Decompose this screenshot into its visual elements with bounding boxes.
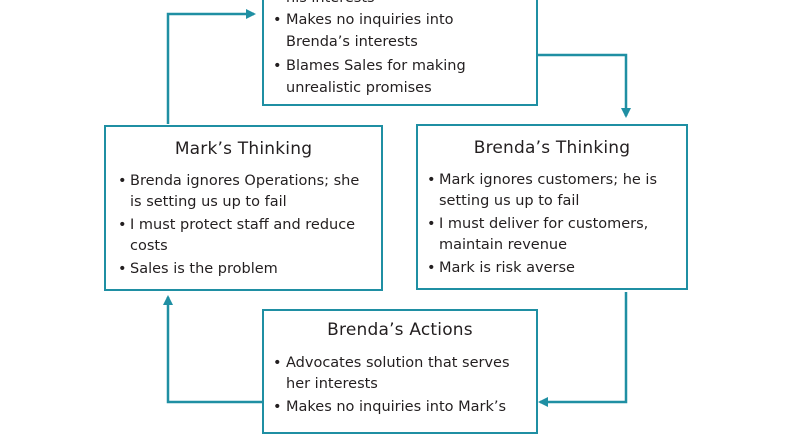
box-line: costs (130, 238, 168, 254)
bullet-dot: • (427, 172, 436, 188)
bullet-dot: • (273, 58, 282, 74)
box-line: unrealistic promises (286, 80, 432, 96)
box-brendas-thinking: Brenda’s Thinking • Mark ignores custome… (416, 124, 688, 290)
box-marks-actions: • his interests • Makes no inquiries int… (262, 0, 538, 106)
arrow-left-to-top (166, 9, 256, 124)
bullet-dot: • (273, 399, 282, 415)
box-line: Brenda’s interests (286, 34, 418, 50)
box-title: Brenda’s Thinking (473, 138, 631, 158)
arrow-bottom-to-left (163, 295, 262, 404)
box-title: Brenda’s Actions (327, 320, 473, 340)
arrow-right-to-bottom (538, 292, 628, 407)
box-title: Mark’s Thinking (174, 139, 313, 159)
box-brendas-actions: Brenda’s Actions • Advocates solution th… (262, 309, 538, 434)
box-line: Blames Sales for making (286, 58, 466, 74)
bullet-dot: • (427, 216, 436, 232)
box-line: his interests (286, 0, 375, 9)
bullet-dot: • (118, 261, 127, 277)
bullet-dot: • (273, 0, 282, 9)
bullet-dot: • (273, 355, 282, 371)
box-line: maintain revenue (439, 237, 567, 253)
box-line: is setting us up to fail (130, 194, 287, 210)
box-line: Mark ignores customers; he is (439, 172, 658, 188)
arrow-top-to-right (538, 53, 631, 118)
box-line: Brenda ignores Operations; she (130, 173, 360, 189)
bullet-dot: • (427, 260, 436, 276)
box-line: her interests (286, 376, 378, 392)
box-line: I must deliver for customers, (439, 216, 649, 232)
cycle-arrows (163, 9, 631, 407)
box-line: Advocates solution that serves (286, 355, 510, 371)
box-line: I must protect staff and reduce (130, 217, 356, 233)
box-line: Sales is the problem (130, 261, 278, 277)
box-line: Mark is risk averse (439, 260, 575, 276)
box-line: Makes no inquiries into (286, 12, 454, 28)
bullet-dot: • (118, 217, 127, 233)
box-line: Makes no inquiries into Mark’s (286, 399, 507, 415)
bullet-dot: • (118, 173, 127, 189)
box-marks-thinking: Mark’s Thinking • Brenda ignores Operati… (104, 125, 383, 291)
box-line: setting us up to fail (439, 193, 580, 209)
bullet-dot: • (273, 12, 282, 28)
